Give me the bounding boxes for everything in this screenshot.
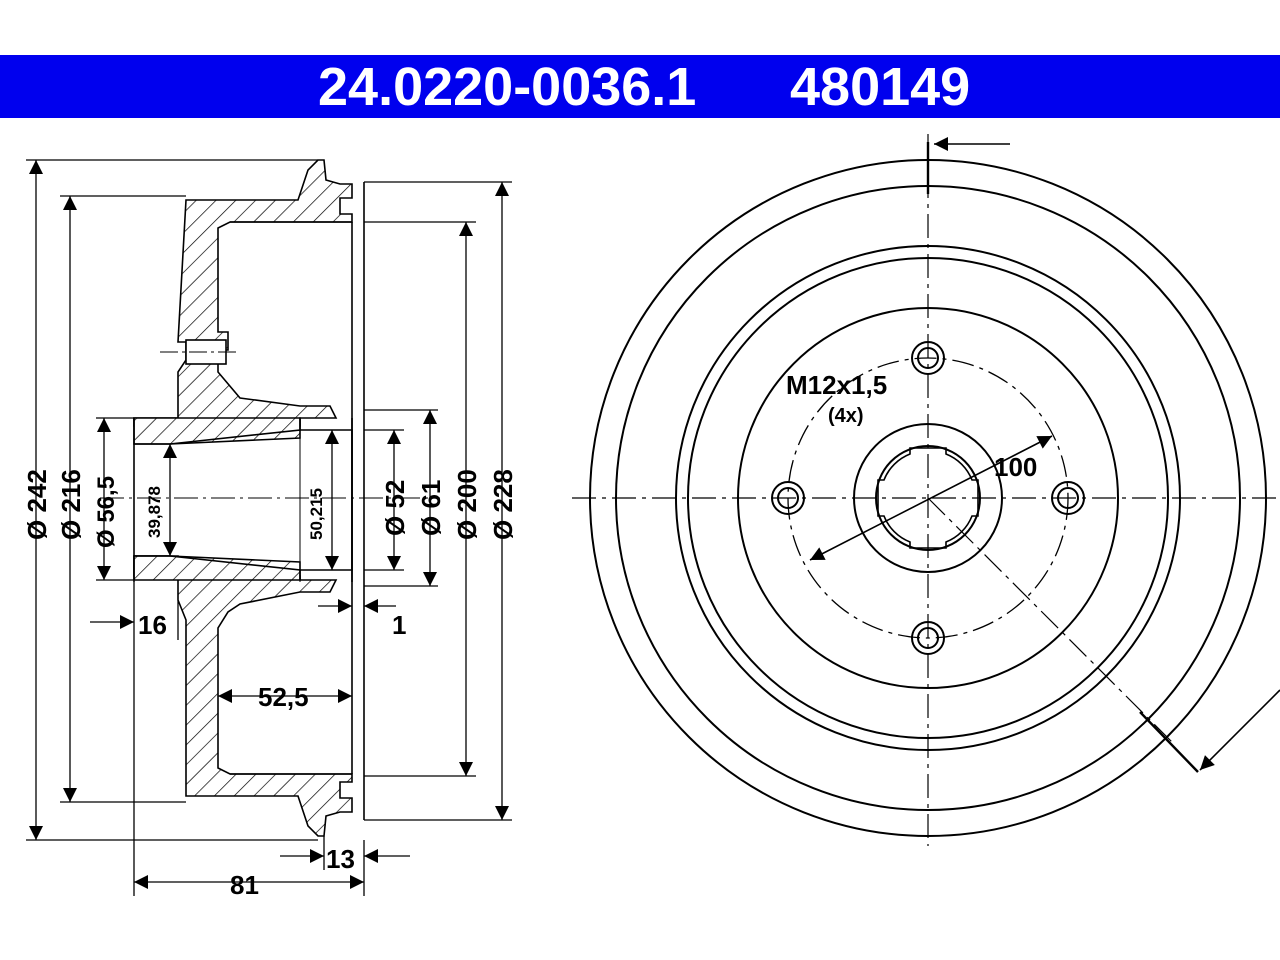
section-view bbox=[100, 159, 440, 837]
reference-number: 480149 bbox=[790, 57, 971, 117]
thread-count-label: (4x) bbox=[828, 405, 864, 427]
thread-label: M12x1,5 bbox=[786, 370, 887, 400]
dim-13-label: 13 bbox=[326, 844, 355, 874]
dim-16-label: 16 bbox=[138, 610, 167, 640]
section-dimensions bbox=[26, 159, 512, 896]
front-dimensions bbox=[809, 137, 1280, 773]
dim-81-label: 81 bbox=[230, 870, 259, 900]
dim-228-label: Ø 228 bbox=[488, 469, 518, 540]
title-bar: 24.0220-0036.1 480149 bbox=[0, 55, 1280, 118]
dim-216-label: Ø 216 bbox=[56, 469, 86, 540]
dim-200-label: Ø 200 bbox=[452, 469, 482, 540]
drum-wall-upper bbox=[133, 159, 353, 427]
front-view bbox=[572, 134, 1280, 846]
dim-52-5-label: 52,5 bbox=[258, 682, 309, 712]
dim-56-5-label: Ø 56,5 bbox=[93, 476, 120, 548]
pcd-label: 100 bbox=[994, 452, 1037, 482]
front-labels: M12x1,5 (4x) 100 bbox=[786, 370, 1037, 482]
dim-52-label: Ø 52 bbox=[380, 480, 410, 536]
dim-242-label: Ø 242 bbox=[22, 469, 52, 540]
dim-1-label: 1 bbox=[392, 610, 406, 640]
section-labels: Ø 242 Ø 216 Ø 56,5 39,878 50,215 Ø 52 Ø … bbox=[22, 469, 518, 900]
dim-39-878-label: 39,878 bbox=[145, 486, 164, 538]
part-number: 24.0220-0036.1 bbox=[318, 57, 697, 117]
hub-upper bbox=[133, 417, 301, 445]
dim-61-label: Ø 61 bbox=[416, 480, 446, 536]
dim-50-215-label: 50,215 bbox=[307, 488, 326, 540]
